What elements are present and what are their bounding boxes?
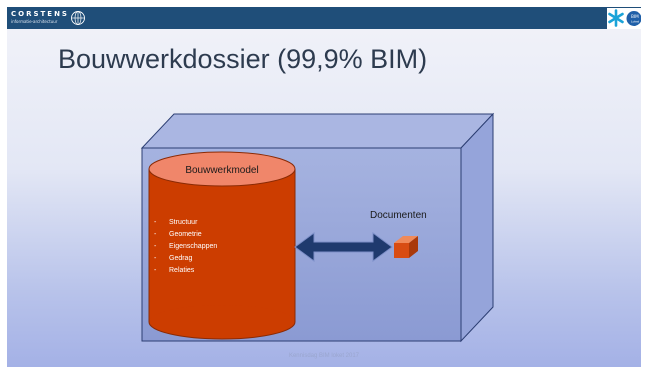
list-item-eigenschappen: Eigenschappen bbox=[169, 243, 217, 250]
logo-text-bim: BIM bbox=[631, 14, 639, 19]
list-bullet: - bbox=[154, 231, 157, 238]
list-item-relaties: Relaties bbox=[169, 267, 195, 274]
list-bullet: - bbox=[154, 267, 157, 274]
bouwwerkdossier-diagram: Bouwwerkmodel - Structuur - Geometrie - … bbox=[140, 112, 495, 343]
list-item-gedrag: Gedrag bbox=[169, 255, 192, 262]
brand-subtitle: informatie-architectuur bbox=[11, 19, 58, 24]
documents-block bbox=[394, 236, 418, 258]
model-items-list: - Structuur - Geometrie - Eigenschappen … bbox=[154, 219, 217, 274]
list-item-geometrie: Geometrie bbox=[169, 231, 202, 238]
list-bullet: - bbox=[154, 243, 157, 250]
documents-label: Documenten bbox=[370, 210, 427, 221]
list-bullet: - bbox=[154, 255, 157, 262]
slide-title: Bouwwerkdossier (99,9% BIM) bbox=[58, 44, 428, 74]
brand-name: CORSTENS bbox=[11, 10, 69, 18]
double-arrow bbox=[294, 232, 393, 262]
header-bar: CORSTENS informatie-architectuur bbox=[7, 7, 641, 29]
list-item-structuur: Structuur bbox=[169, 219, 198, 226]
slide-footer: Kennisdag BIM loket 2017 bbox=[288, 353, 360, 359]
list-bullet: - bbox=[154, 219, 157, 226]
bouwwerkmodel-cylinder bbox=[148, 151, 296, 340]
bim-loket-logo: BIM Loket bbox=[607, 8, 641, 29]
globe-icon bbox=[71, 11, 85, 25]
logo-text-loket: Loket bbox=[631, 20, 640, 24]
slide: CORSTENS informatie-architectuur BIM Lok… bbox=[7, 7, 641, 367]
cylinder-label: Bouwwerkmodel bbox=[185, 165, 258, 176]
